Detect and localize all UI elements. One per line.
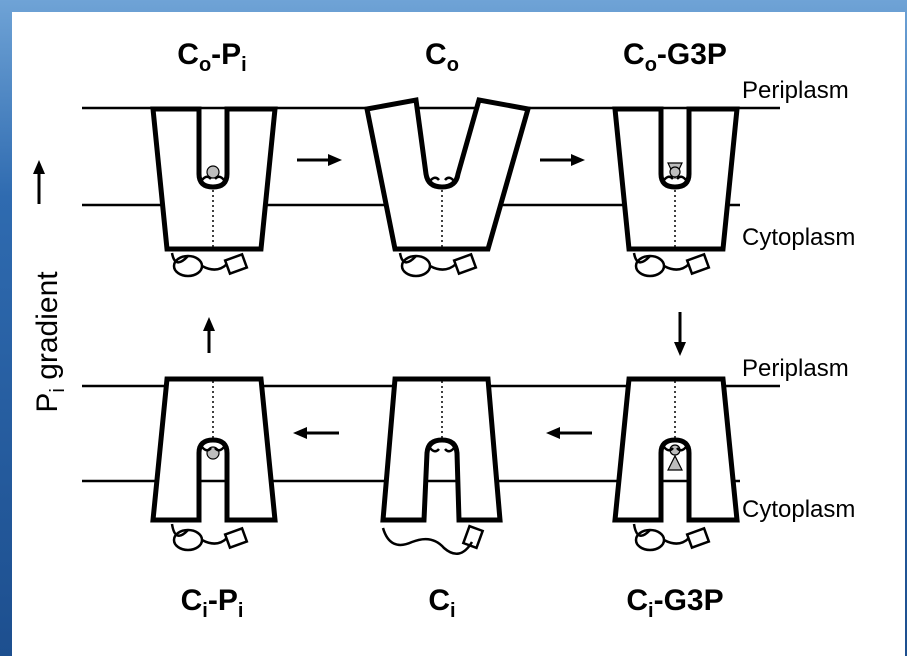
state-label-ci: Ci — [428, 584, 455, 622]
axis-sub: i — [47, 388, 69, 392]
domain-ellipse-icon — [400, 254, 432, 278]
domain-ellipse-icon — [634, 254, 666, 278]
axis-base: P — [31, 393, 64, 413]
domain-box-icon — [223, 252, 249, 276]
state-label-co-g3p: Co-G3P — [623, 38, 727, 76]
transport-cycle-diagram: Pi gradient — [31, 38, 855, 622]
phosphate-ligand-icon — [206, 165, 220, 179]
arrow-ci-to-ci-pi — [293, 427, 339, 439]
state-label-co: Co — [425, 38, 459, 76]
domain-ellipse-icon — [172, 528, 204, 552]
transporter-ci-g3p — [612, 376, 740, 552]
arrow-co-pi-to-co — [297, 154, 342, 166]
transporter-ci-pi — [150, 376, 278, 552]
diagram-frame: Pi gradient — [12, 12, 905, 656]
domain-box-icon — [685, 252, 711, 276]
label-periplasm-top: Periplasm — [742, 77, 849, 104]
arrow-ci-g3p-to-ci — [546, 427, 592, 439]
domain-ellipse-icon — [634, 528, 666, 552]
svg-text:Pi gradient: Pi gradient — [31, 271, 69, 413]
arrow-co-g3p-to-ci-g3p — [674, 312, 686, 356]
transporter-co-g3p — [612, 106, 740, 278]
g3p-ligand-icon — [667, 454, 683, 471]
arrow-ci-pi-to-co-pi — [203, 317, 215, 353]
state-label-co-pi: Co-Pi — [177, 38, 246, 76]
domain-box-icon — [223, 526, 249, 550]
label-cytoplasm-bottom: Cytoplasm — [742, 496, 855, 523]
transporter-co-pi — [150, 106, 278, 278]
arrow-co-to-co-g3p — [540, 154, 585, 166]
domain-box-icon — [685, 526, 711, 550]
domain-box-icon — [452, 252, 478, 276]
domain-ellipse-icon — [172, 254, 204, 278]
state-label-ci-pi: Ci-Pi — [181, 584, 244, 622]
gradient-arrow — [33, 160, 45, 204]
label-cytoplasm-top: Cytoplasm — [742, 224, 855, 251]
label-periplasm-bottom: Periplasm — [742, 355, 849, 382]
transporter-co — [364, 97, 532, 278]
pi-gradient-axis: Pi gradient — [31, 271, 69, 413]
transporter-ci — [380, 376, 503, 555]
domain-box-icon — [461, 524, 485, 550]
state-label-ci-g3p: Ci-G3P — [626, 584, 723, 622]
axis-rest: gradient — [31, 271, 64, 388]
